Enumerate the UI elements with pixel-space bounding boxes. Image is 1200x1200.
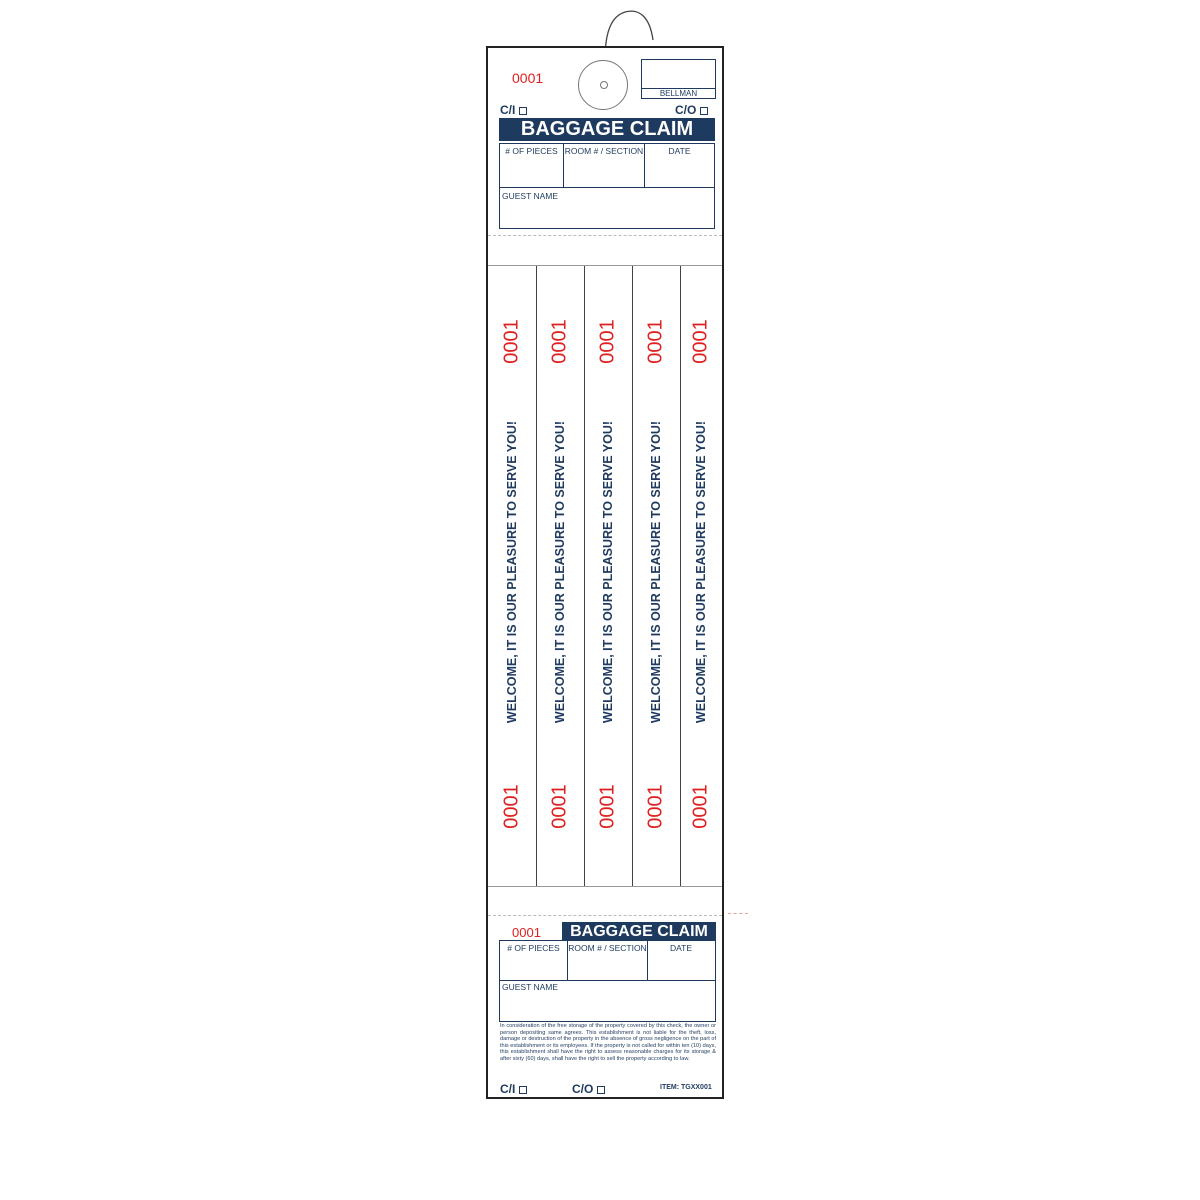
strip-message: WELCOME, IT IS OUR PLEASURE TO SERVE YOU…	[553, 420, 567, 724]
page-title: BAGGAGE CLAIM	[499, 118, 715, 141]
tear-off-strips: 0001 WELCOME, IT IS OUR PLEASURE TO SERV…	[488, 266, 722, 886]
strip-top-line	[488, 265, 722, 266]
perforation-line	[488, 915, 722, 916]
date-label: DATE	[668, 146, 691, 156]
checkout-checkbox[interactable]	[700, 106, 709, 115]
stub-title: BAGGAGE CLAIM	[562, 922, 716, 941]
pieces-field[interactable]: # OF PIECES	[500, 144, 564, 188]
stub-pieces-field[interactable]: # OF PIECES	[500, 941, 568, 981]
grommet-icon	[578, 60, 628, 110]
stub-date-field[interactable]: DATE	[648, 941, 714, 981]
checkin-option[interactable]: C/I	[500, 103, 528, 117]
guest-name-field[interactable]	[500, 188, 714, 228]
stub-checkin-label: C/I	[500, 1082, 516, 1096]
stub-date-label: DATE	[669, 943, 693, 953]
stub-ticket-number: 0001	[512, 925, 541, 940]
checkin-checkbox[interactable]	[519, 106, 528, 115]
grommet-hole-icon	[600, 81, 608, 89]
stub-form-divider	[500, 980, 715, 981]
strip-number-bottom: 0001	[644, 784, 667, 829]
stub-claim-form: # OF PIECES ROOM # / SECTION DATE GUEST …	[499, 940, 716, 1022]
claim-strip[interactable]: 0001 WELCOME, IT IS OUR PLEASURE TO SERV…	[680, 266, 722, 886]
stub-checkout-label: C/O	[572, 1082, 594, 1096]
strip-number-bottom: 0001	[548, 784, 571, 829]
bellman-label: BELLMAN	[659, 89, 698, 98]
strip-message: WELCOME, IT IS OUR PLEASURE TO SERVE YOU…	[601, 420, 615, 724]
strip-message: WELCOME, IT IS OUR PLEASURE TO SERVE YOU…	[649, 420, 663, 724]
perforation-tick	[728, 913, 748, 914]
strip-number-top: 0001	[596, 319, 619, 364]
strip-message: WELCOME, IT IS OUR PLEASURE TO SERVE YOU…	[505, 420, 519, 724]
stub-guest-name-field[interactable]	[500, 981, 715, 1021]
item-code: ITEM: TGXX001	[660, 1084, 712, 1091]
form-divider	[500, 187, 714, 188]
claim-strip[interactable]: 0001 WELCOME, IT IS OUR PLEASURE TO SERV…	[488, 266, 536, 886]
stub-room-field[interactable]: ROOM # / SECTION	[568, 941, 648, 981]
strip-number-top: 0001	[644, 319, 667, 364]
stub-checkin-checkbox[interactable]	[519, 1085, 528, 1094]
strip-divider	[536, 266, 537, 886]
strip-message: WELCOME, IT IS OUR PLEASURE TO SERVE YOU…	[694, 420, 708, 724]
checkin-label: C/I	[500, 103, 516, 117]
strip-bottom-line	[488, 886, 722, 887]
date-field[interactable]: DATE	[645, 144, 714, 188]
perforation-line	[488, 235, 722, 236]
strip-number-bottom: 0001	[596, 784, 619, 829]
claim-form: # OF PIECES ROOM # / SECTION DATE GUEST …	[499, 143, 715, 229]
claim-strip[interactable]: 0001 WELCOME, IT IS OUR PLEASURE TO SERV…	[632, 266, 680, 886]
bellman-divider	[642, 88, 715, 89]
stub-guest-name-label: GUEST NAME	[502, 982, 559, 992]
stub-room-label: ROOM # / SECTION	[568, 943, 647, 953]
strip-number-top: 0001	[500, 319, 523, 364]
room-label: ROOM # / SECTION	[564, 146, 644, 156]
stub-pieces-label: # OF PIECES	[507, 943, 560, 953]
strip-number-top: 0001	[689, 319, 712, 364]
strip-number-top: 0001	[548, 319, 571, 364]
strip-divider	[632, 266, 633, 886]
bellman-field[interactable]: BELLMAN	[641, 59, 716, 99]
stub-checkout-checkbox[interactable]	[597, 1085, 606, 1094]
strip-divider	[584, 266, 585, 886]
claim-strip[interactable]: 0001 WELCOME, IT IS OUR PLEASURE TO SERV…	[584, 266, 632, 886]
ticket-number: 0001	[512, 70, 544, 86]
stub-checkin-option[interactable]: C/I	[500, 1082, 528, 1096]
baggage-claim-tag: 0001 BELLMAN C/I C/O BAGGAGE CLAIM # OF …	[486, 46, 724, 1099]
room-field[interactable]: ROOM # / SECTION	[564, 144, 645, 188]
strip-number-bottom: 0001	[500, 784, 523, 829]
stub-checkout-option[interactable]: C/O	[572, 1082, 606, 1096]
claim-strip[interactable]: 0001 WELCOME, IT IS OUR PLEASURE TO SERV…	[536, 266, 584, 886]
checkout-label: C/O	[675, 103, 697, 117]
strip-divider	[680, 266, 681, 886]
guest-name-label: GUEST NAME	[502, 191, 559, 201]
strip-number-bottom: 0001	[689, 784, 712, 829]
pieces-label: # OF PIECES	[505, 146, 558, 156]
liability-disclaimer: In consideration of the free storage of …	[500, 1023, 716, 1062]
checkout-option[interactable]: C/O	[675, 103, 709, 117]
